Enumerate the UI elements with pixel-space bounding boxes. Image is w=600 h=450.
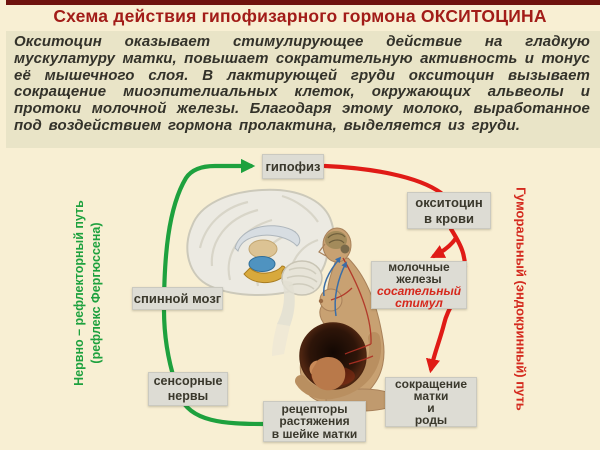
node-spinal-cord: спинной мозг <box>132 287 223 310</box>
node-sensory-nerves: сенсорные нервы <box>148 372 228 406</box>
mammary-glands-label: молочные железы <box>388 260 450 286</box>
brain-illustration <box>186 188 335 356</box>
node-uterus-contraction: сокращение матки и роды <box>385 377 477 427</box>
nervous-pathway-arrow <box>161 158 266 427</box>
node-oxytocin-in-blood: окситоцин в крови <box>407 192 491 229</box>
node-mammary-glands: молочные железы сосательный стимул <box>371 261 467 309</box>
nervous-pathway-label: Нервно – рефлекторный путь (рефлекс Ферг… <box>72 200 103 386</box>
intro-text: Окситоцин оказывает стимулирующее действ… <box>14 33 590 134</box>
node-stretch-receptors: рецепторы растяжения в шейке матки <box>263 401 366 442</box>
suckling-stimulus-label: сосательный стимул <box>376 284 462 310</box>
humoral-pathway-label: Гуморальный (эндокринный) путь <box>513 187 529 411</box>
diagram-artwork <box>161 158 468 427</box>
top-accent-strip <box>6 0 600 5</box>
node-pituitary: гипофиз <box>262 154 324 179</box>
page-title: Схема действия гипофизарного гормона ОКС… <box>53 6 547 26</box>
intro-block: Окситоцин оказывает стимулирующее действ… <box>6 31 600 148</box>
